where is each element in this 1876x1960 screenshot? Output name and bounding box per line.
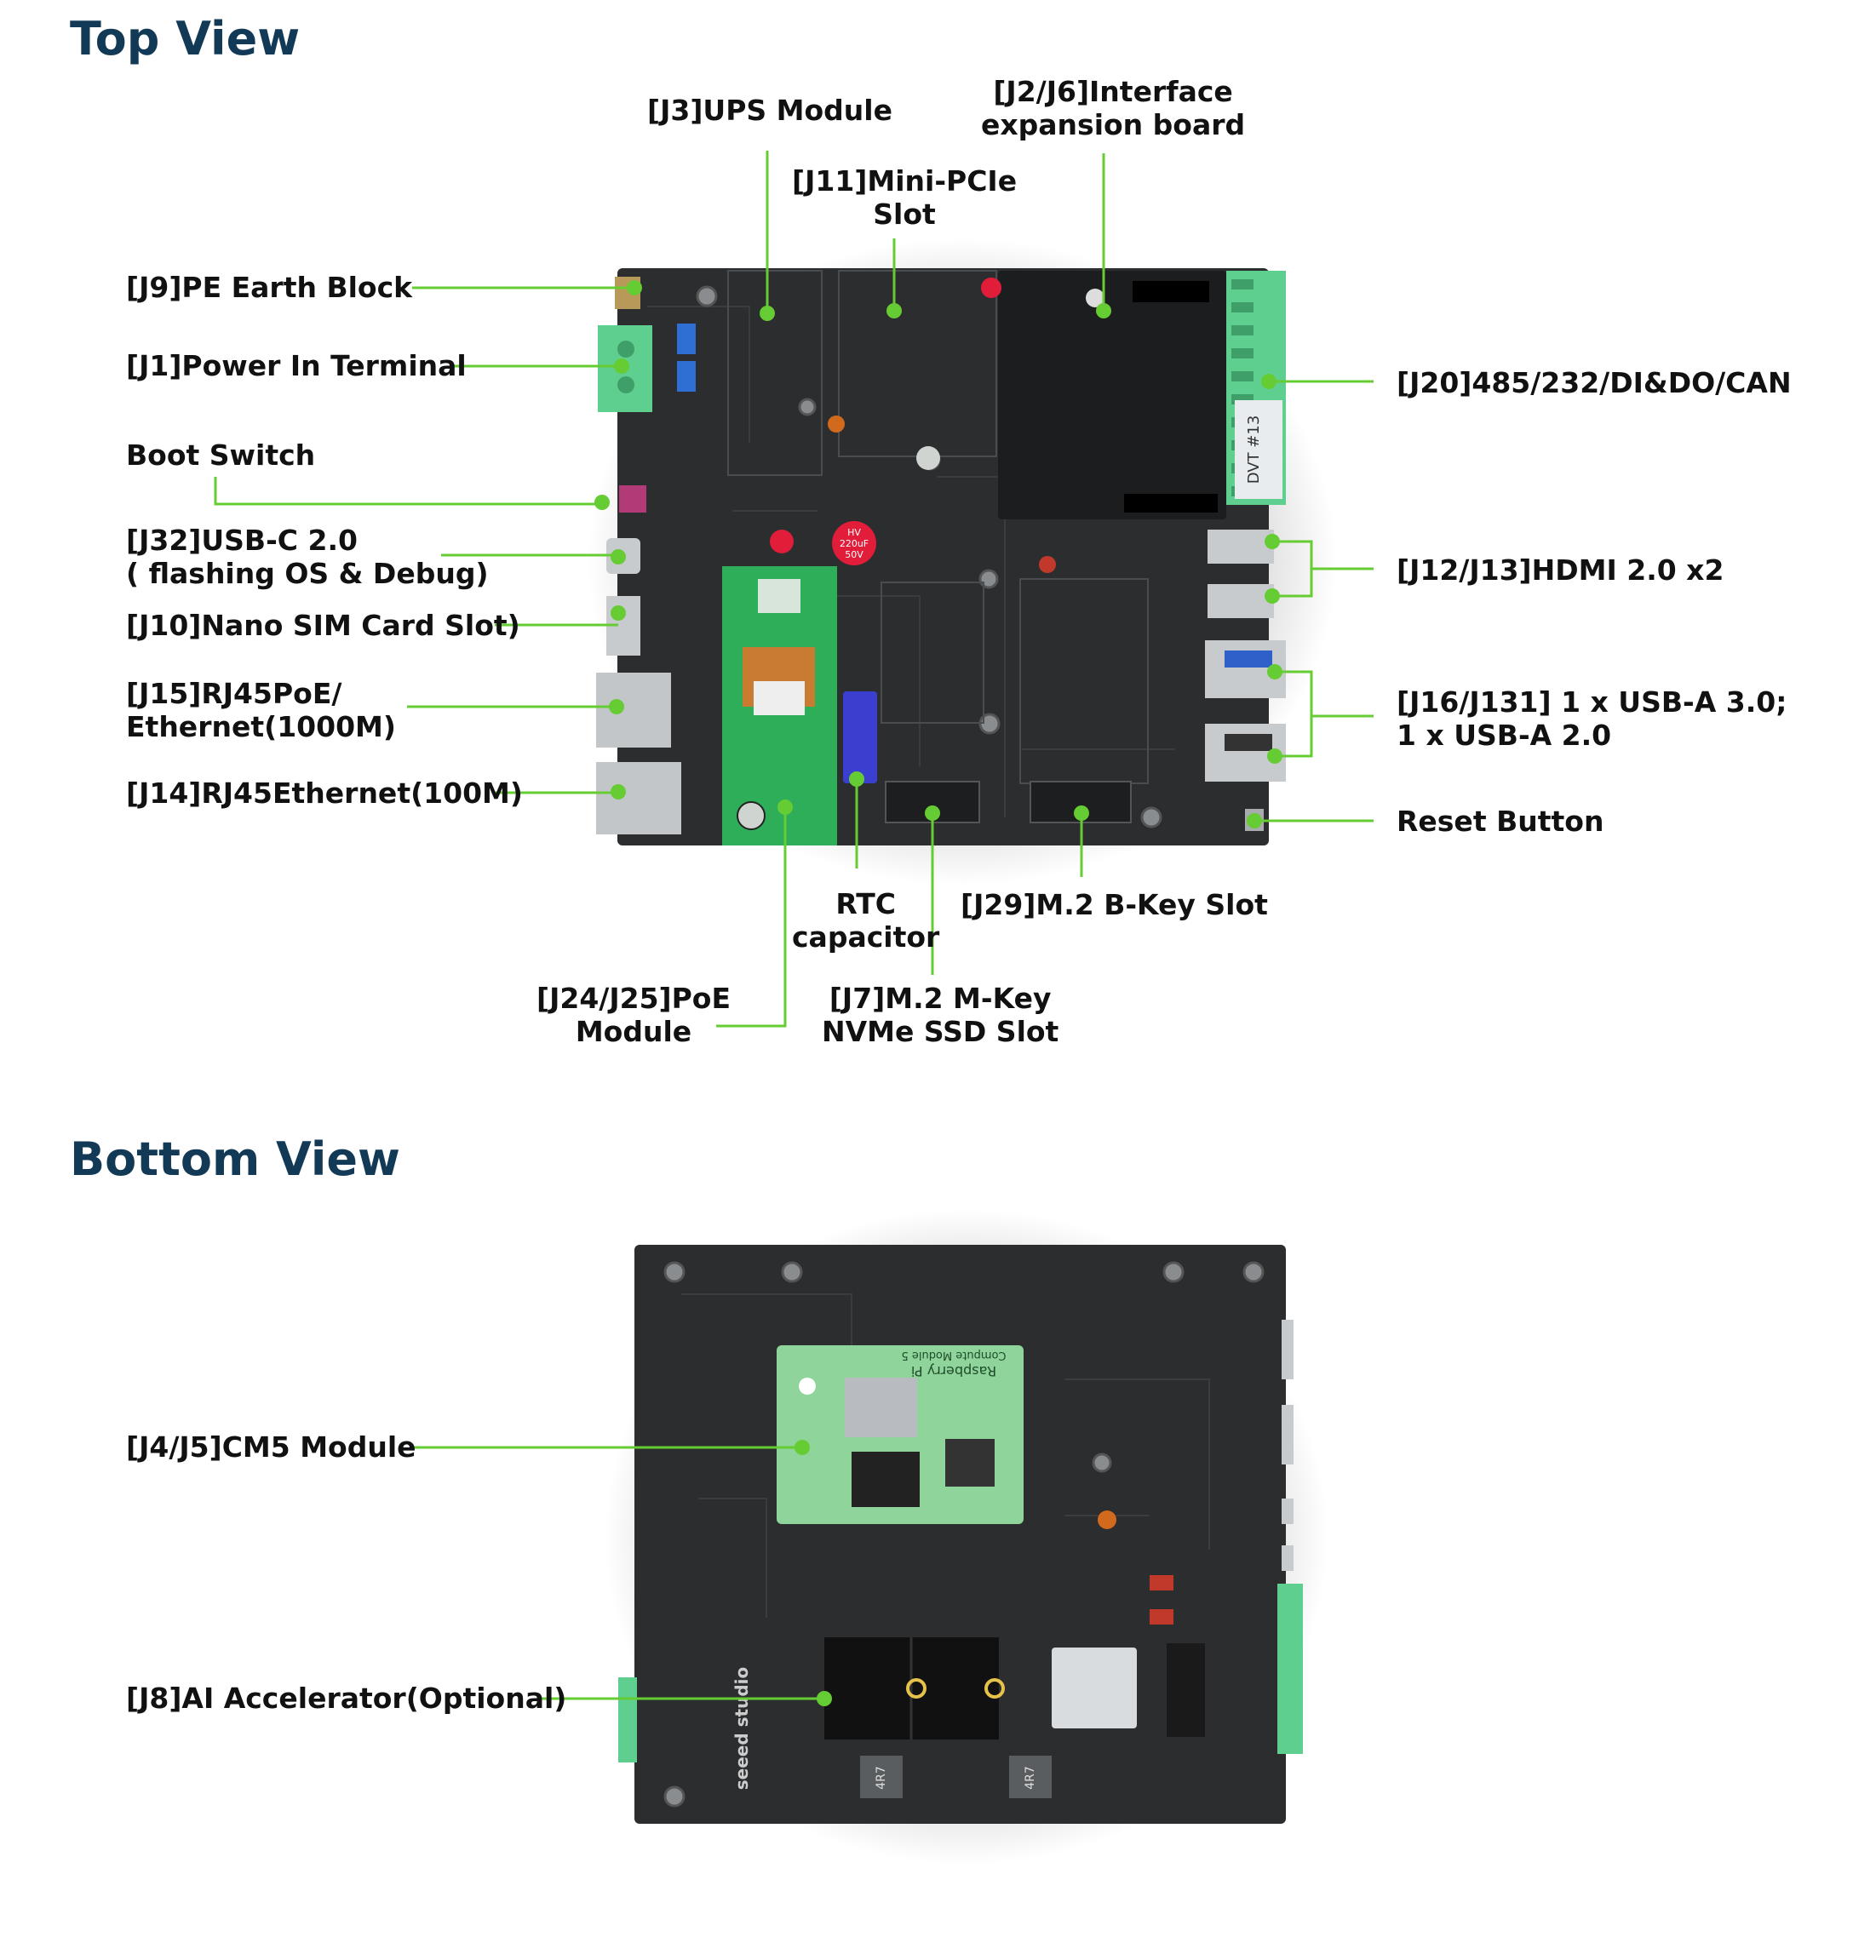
label-j4-j5-cm5-module: [J4/J5]CM5 Module bbox=[126, 1430, 416, 1464]
label-reset-button: Reset Button bbox=[1397, 805, 1603, 838]
label-j24j25-line-1: [J24/J25]PoE bbox=[536, 982, 731, 1015]
seeed-logo-text: seeed studio bbox=[731, 1667, 752, 1791]
label-j12j13-line-1: [J12/J13]HDMI 2.0 x2 bbox=[1397, 553, 1724, 587]
label-j9-line-1: [J9]PE Earth Block bbox=[126, 271, 413, 304]
label-j11-mini-pcie: [J11]Mini-PCIe Slot bbox=[792, 164, 1017, 231]
cap-mark-1: HV bbox=[847, 527, 861, 538]
label-j29-line-1: [J29]M.2 B-Key Slot bbox=[961, 888, 1268, 921]
rj45-port bbox=[596, 762, 681, 834]
dvt-sticker bbox=[1235, 400, 1282, 499]
top-view-title: Top View bbox=[70, 12, 301, 66]
boot-switch bbox=[619, 485, 646, 513]
bottom-view-title: Bottom View bbox=[70, 1132, 400, 1186]
bottom-board: Raspberry Pi Compute Module 5 4R7 4R7 se… bbox=[605, 1209, 1328, 1865]
label-j16j131-line-2: 1 x USB-A 2.0 bbox=[1397, 719, 1612, 752]
label-j15-rj45-poe: [J15]RJ45PoE/ Ethernet(1000M) bbox=[126, 677, 396, 743]
label-j32-line-2: ( flashing OS & Debug) bbox=[126, 557, 489, 590]
cap-mark-2: 220uF bbox=[840, 538, 869, 549]
label-j24j25-line-2: Module bbox=[575, 1015, 692, 1048]
label-rtc-line-2: capacitor bbox=[792, 920, 940, 954]
label-boot-switch: Boot Switch bbox=[126, 438, 315, 472]
label-j3-ups-module: [J3]UPS Module bbox=[647, 94, 892, 127]
cm5-name-mark: Compute Module 5 bbox=[901, 1349, 1006, 1361]
label-j2-j6-interface-board: [J2/J6]Interface expansion board bbox=[981, 75, 1245, 141]
top-board: DVT #13 HV 220uF 50V bbox=[588, 238, 1337, 885]
dvt-sticker-text: DVT #13 bbox=[1245, 415, 1263, 484]
label-j10-sim-slot: [J10]Nano SIM Card Slot) bbox=[126, 609, 520, 642]
label-j32-usb-c: [J32]USB-C 2.0 ( flashing OS & Debug) bbox=[126, 524, 489, 590]
label-j4j5-line-1: [J4/J5]CM5 Module bbox=[126, 1430, 416, 1464]
electrolytic-capacitor bbox=[832, 521, 876, 565]
top-callouts bbox=[214, 151, 1374, 1028]
rj45-poe-port bbox=[596, 673, 671, 748]
label-j15-line-1: [J15]RJ45PoE/ bbox=[126, 677, 342, 710]
inductor-mark-1: 4R7 bbox=[875, 1766, 888, 1790]
label-j8-line-1: [J8]AI Accelerator(Optional) bbox=[126, 1682, 567, 1715]
label-j14-line-1: [J14]RJ45Ethernet(100M) bbox=[126, 777, 523, 810]
label-j2j6-line-1: [J2/J6]Interface bbox=[993, 75, 1233, 108]
label-j14-rj45: [J14]RJ45Ethernet(100M) bbox=[126, 777, 523, 810]
hdmi-port-1 bbox=[1208, 530, 1274, 564]
label-j16-j131-usb-a: [J16/J131] 1 x USB-A 3.0; 1 x USB-A 2.0 bbox=[1397, 685, 1787, 752]
label-rtc-line-1: RTC bbox=[835, 887, 896, 920]
label-j24-j25-poe-module: [J24/J25]PoE Module bbox=[536, 982, 731, 1048]
label-reset-line-1: Reset Button bbox=[1397, 805, 1604, 838]
label-j15-line-2: Ethernet(1000M) bbox=[126, 710, 396, 743]
label-j16j131-line-1: [J16/J131] 1 x USB-A 3.0; bbox=[1397, 685, 1787, 719]
label-rtc-capacitor: RTC capacitor bbox=[792, 887, 939, 954]
label-j9-pe-earth-block: [J9]PE Earth Block bbox=[126, 271, 412, 304]
inductor-mark-2: 4R7 bbox=[1024, 1766, 1037, 1790]
label-j29-m2-b-key: [J29]M.2 B-Key Slot bbox=[961, 888, 1268, 921]
label-j1-line-1: [J1]Power In Terminal bbox=[126, 349, 467, 382]
rtc-capacitor bbox=[843, 691, 877, 783]
bottom-callouts bbox=[412, 1440, 832, 1706]
ups-module bbox=[727, 270, 823, 476]
label-j12-j13-hdmi: [J12/J13]HDMI 2.0 x2 bbox=[1397, 553, 1724, 587]
cm5-brand-mark: Raspberry Pi bbox=[911, 1363, 996, 1379]
label-boot-line-1: Boot Switch bbox=[126, 438, 316, 472]
cap-mark-3: 50V bbox=[845, 549, 863, 560]
label-j10-line-1: [J10]Nano SIM Card Slot) bbox=[126, 609, 520, 642]
label-j11-line-1: [J11]Mini-PCIe bbox=[792, 164, 1018, 198]
label-j1-power-terminal: [J1]Power In Terminal bbox=[126, 349, 467, 382]
label-j7-line-1: [J7]M.2 M-Key bbox=[829, 982, 1052, 1015]
hdmi-port-2 bbox=[1208, 584, 1274, 618]
label-j20-serial-io: [J20]485/232/DI&DO/CAN bbox=[1397, 366, 1792, 399]
label-j8-ai-accelerator: [J8]AI Accelerator(Optional) bbox=[126, 1682, 566, 1715]
label-j7-m2-m-key: [J7]M.2 M-Key NVMe SSD Slot bbox=[822, 982, 1058, 1048]
label-j7-line-2: NVMe SSD Slot bbox=[822, 1015, 1059, 1048]
expansion-board bbox=[998, 271, 1226, 519]
label-j2j6-line-2: expansion board bbox=[981, 108, 1246, 141]
label-j3-line-1: [J3]UPS Module bbox=[647, 94, 892, 127]
label-j20-line-1: [J20]485/232/DI&DO/CAN bbox=[1397, 366, 1792, 399]
label-j32-line-1: [J32]USB-C 2.0 bbox=[126, 524, 358, 557]
label-j11-line-2: Slot bbox=[873, 198, 936, 231]
